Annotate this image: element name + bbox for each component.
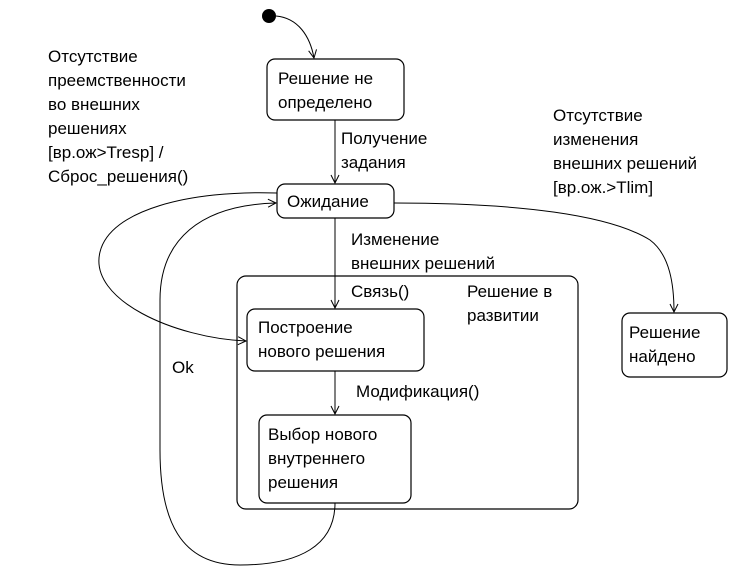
state-waiting-label: Ожидание bbox=[287, 192, 369, 211]
text-line: во внешних bbox=[48, 95, 140, 114]
text-line: Отсутствие bbox=[553, 106, 643, 125]
initial-state-dot bbox=[262, 9, 276, 23]
text-line: решениях bbox=[48, 119, 127, 138]
label-reset: Отсутствие преемственности во внешних решен… bbox=[48, 47, 188, 186]
text-line: Выбор нового bbox=[268, 425, 377, 444]
text-line: Связь() bbox=[351, 282, 409, 301]
state-choose-new-label: Выбор нового внутреннего решения bbox=[268, 425, 377, 492]
text-line: Построение bbox=[258, 318, 353, 337]
text-line: внешних решений bbox=[351, 254, 495, 273]
text-line: внешних решений bbox=[553, 154, 697, 173]
label-link: Связь() bbox=[351, 282, 409, 301]
state-not-defined-label: Решение не определено bbox=[278, 69, 373, 112]
transition-ok-arrow bbox=[159, 203, 336, 566]
text-line: Ожидание bbox=[287, 192, 369, 211]
label-ok: Ok bbox=[172, 358, 194, 377]
text-line: Модификация() bbox=[356, 382, 479, 401]
text-line: Решение не bbox=[278, 69, 373, 88]
text-line: [вр.ож>Tresp] / bbox=[48, 143, 164, 162]
text-line: Отсутствие bbox=[48, 47, 138, 66]
text-line: Сброс_решения() bbox=[48, 167, 188, 186]
text-line: изменения bbox=[553, 130, 638, 149]
text-line: [вр.ож.>Tlim] bbox=[553, 178, 653, 197]
text-line: нового решения bbox=[258, 342, 385, 361]
state-build-new-label: Построение нового решения bbox=[258, 318, 385, 361]
text-line: Решение bbox=[629, 323, 700, 342]
text-line: Ok bbox=[172, 358, 194, 377]
text-line: найдено bbox=[629, 347, 696, 366]
text-line: решения bbox=[268, 473, 338, 492]
initial-transition-arrow bbox=[275, 15, 314, 58]
label-ext-change: Изменение внешних решений bbox=[351, 230, 495, 273]
text-line: определено bbox=[278, 93, 372, 112]
text-line: Решение в bbox=[467, 282, 552, 301]
text-line: преемственности bbox=[48, 71, 186, 90]
text-line: развитии bbox=[467, 306, 539, 325]
text-line: внутреннего bbox=[268, 449, 365, 468]
state-developing-label: Решение в развитии bbox=[467, 282, 552, 325]
label-receive-task: Получение задания bbox=[341, 129, 427, 172]
label-modify: Модификация() bbox=[356, 382, 479, 401]
state-found-label: Решение найдено bbox=[629, 323, 700, 366]
label-no-change: Отсутствие изменения внешних решений [вр.ож… bbox=[553, 106, 697, 197]
text-line: Получение bbox=[341, 129, 427, 148]
text-line: задания bbox=[341, 153, 406, 172]
transition-reset-arrow bbox=[98, 192, 278, 341]
text-line: Изменение bbox=[351, 230, 439, 249]
transition-no-change-arrow bbox=[393, 202, 674, 312]
